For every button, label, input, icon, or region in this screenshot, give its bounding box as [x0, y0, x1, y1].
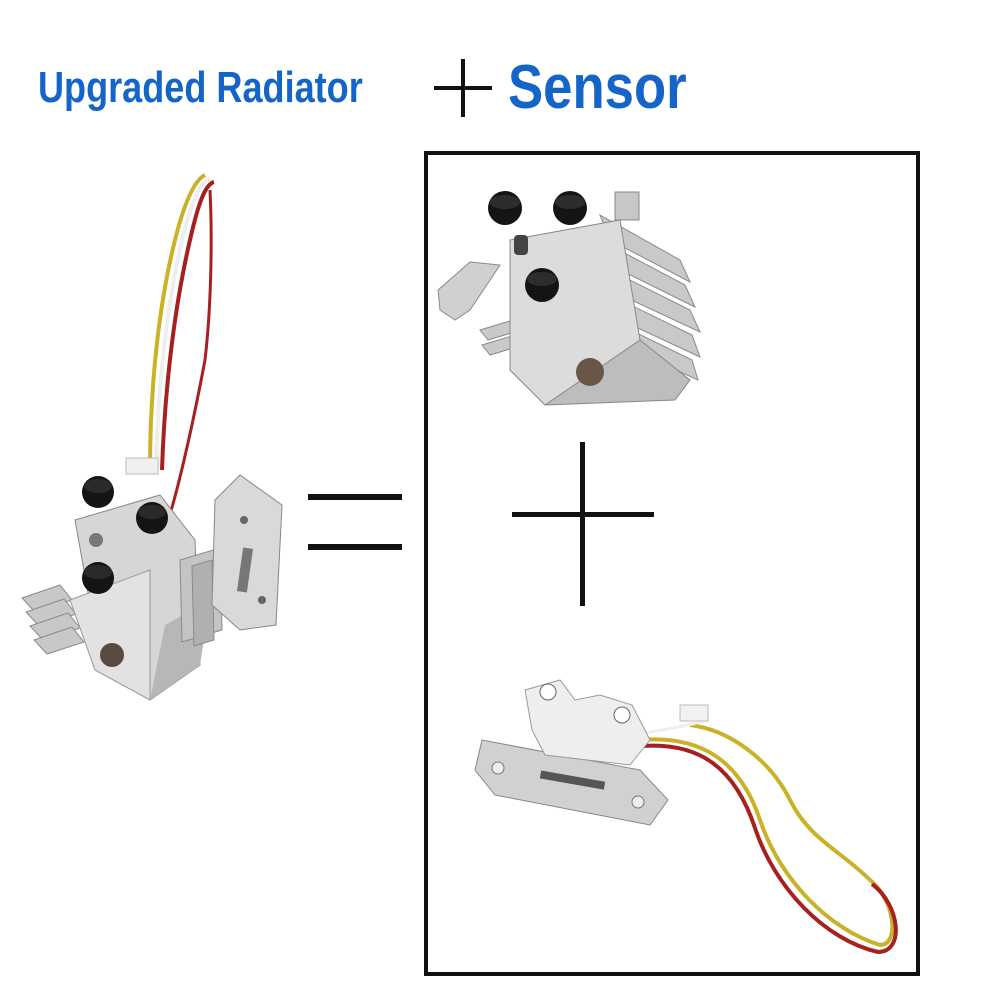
headline-part2: Sensor — [508, 53, 687, 122]
headline: Upgraded Radiator Sensor — [38, 52, 718, 123]
headline-part1: Upgraded Radiator — [38, 62, 363, 112]
big-plus-icon — [512, 442, 654, 606]
equals-icon — [308, 494, 402, 554]
plus-icon — [434, 58, 492, 117]
